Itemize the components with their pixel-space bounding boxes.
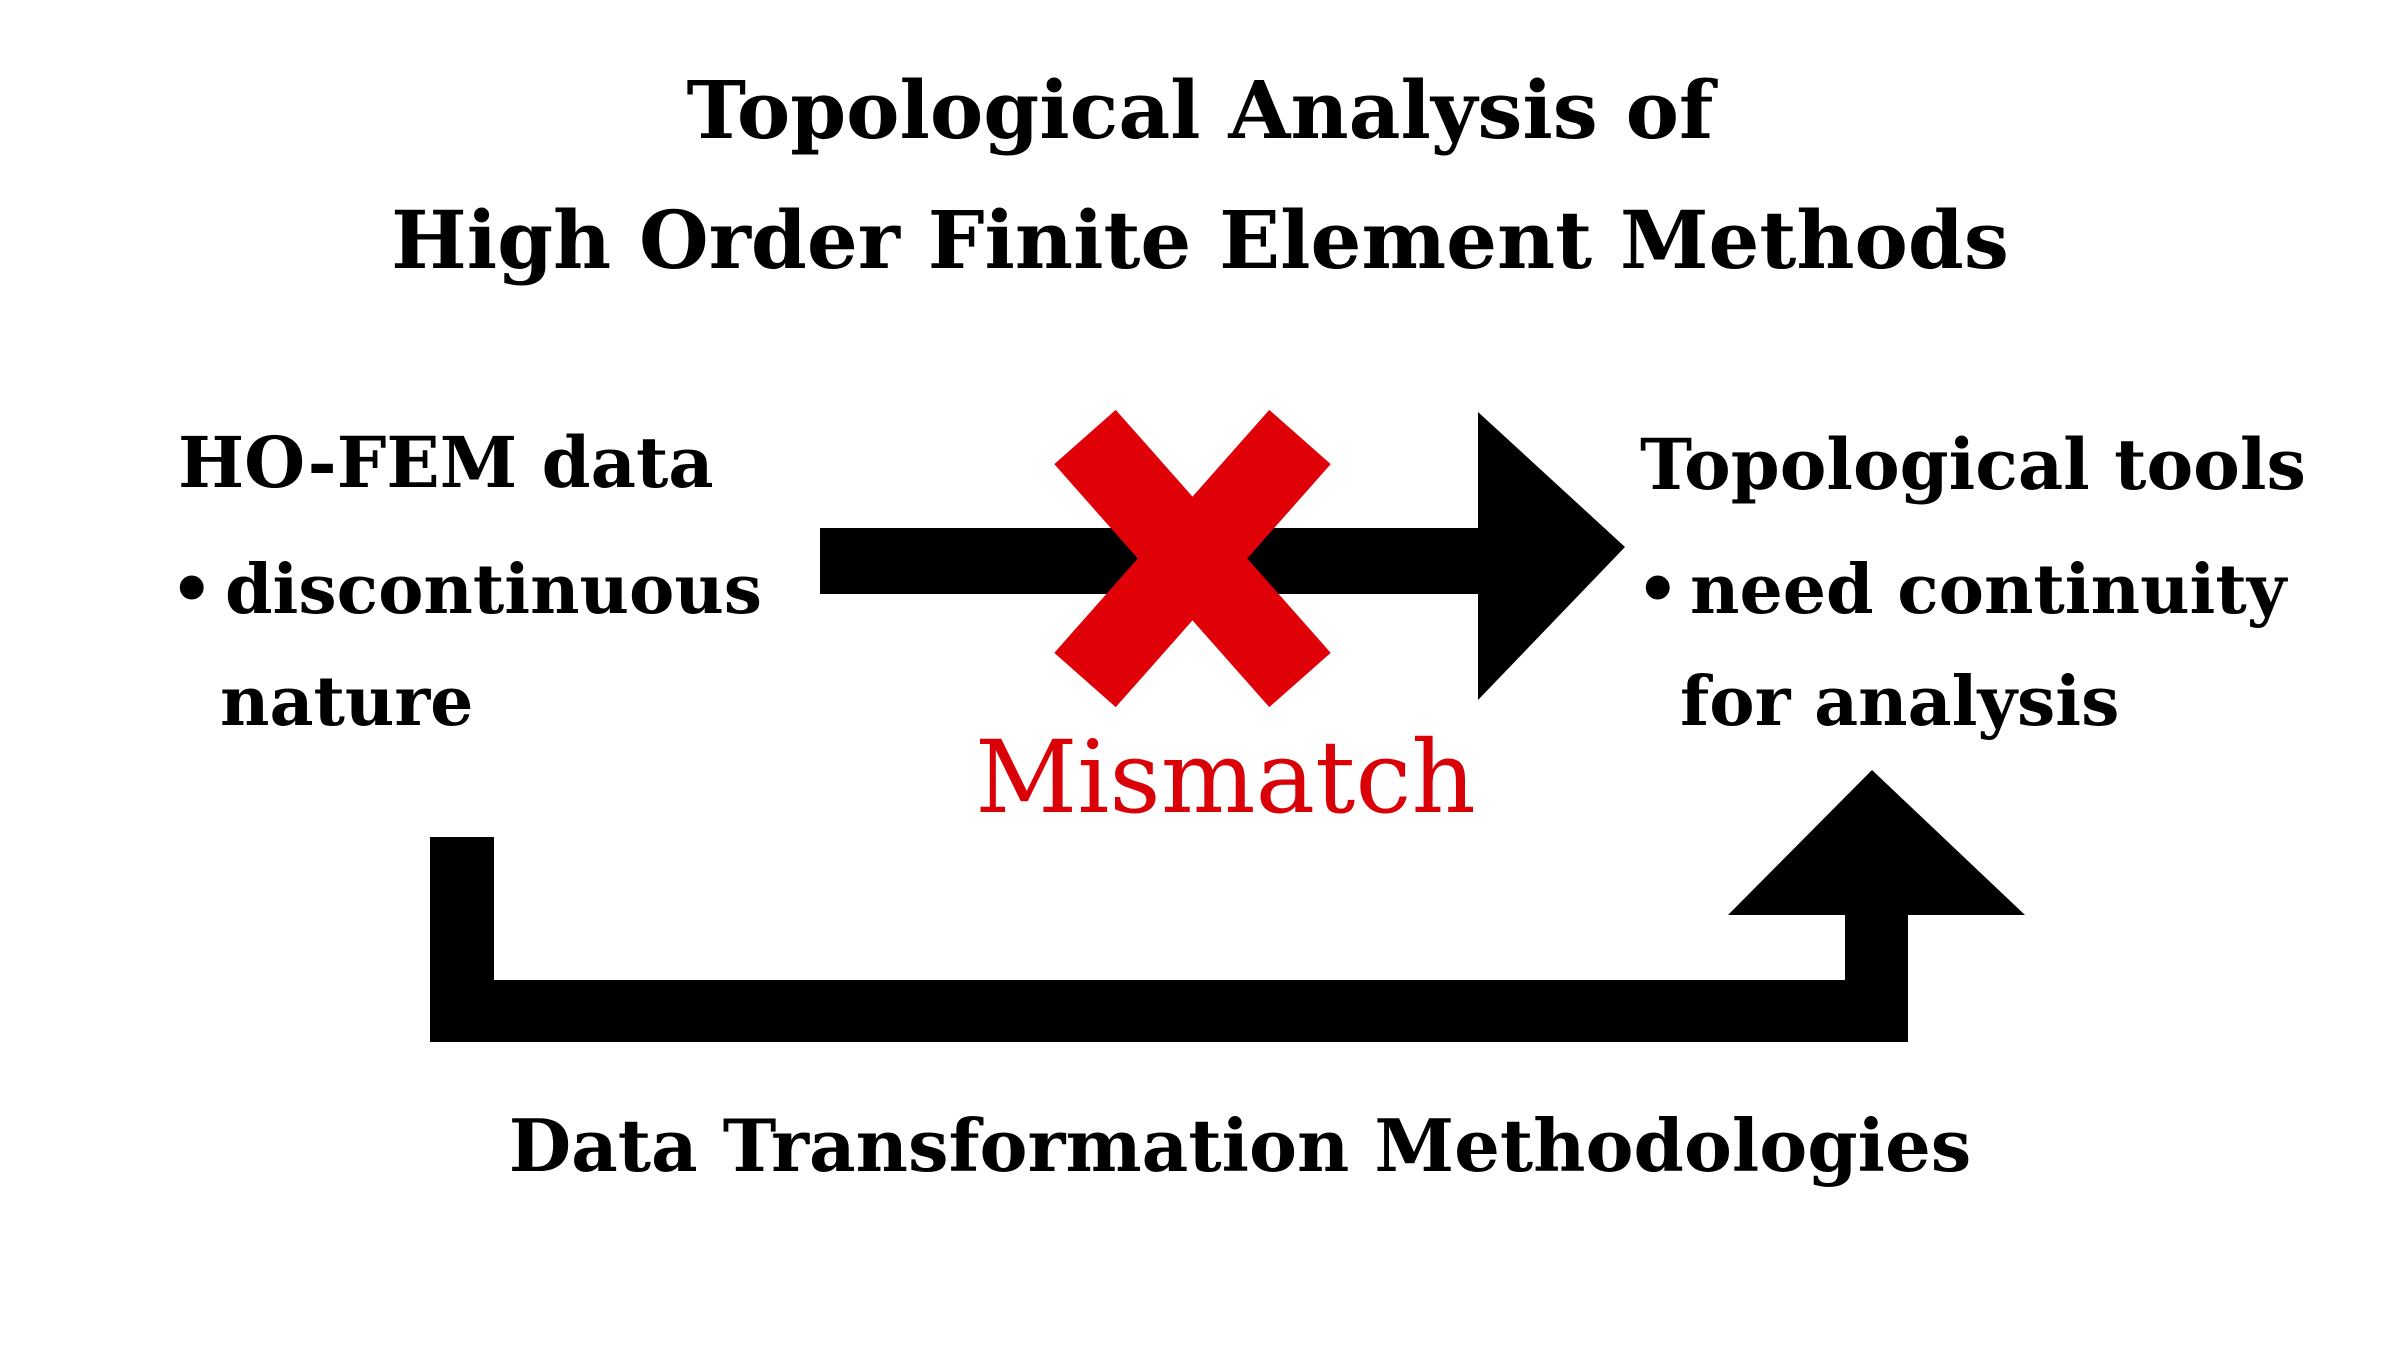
transformation-arrow-head xyxy=(1728,770,2025,915)
transformation-arrow-bottom-shaft xyxy=(430,980,1908,1042)
right-bullet-line-1: need continuity xyxy=(1690,550,2287,630)
direct-arrow-head xyxy=(1478,412,1625,700)
title-line-2: High Order Finite Element Methods xyxy=(391,193,2009,287)
left-bullet-line-1: discontinuous xyxy=(225,550,763,630)
right-heading: Topological tools xyxy=(1640,423,2306,506)
transformation-arrow xyxy=(430,770,2025,1042)
cross-stroke-2 xyxy=(1054,409,1331,708)
left-bullet-line-2: nature xyxy=(220,662,474,742)
mismatch-label: Mismatch xyxy=(975,719,1476,836)
transformation-label: Data Transformation Methodologies xyxy=(508,1103,1972,1188)
left-heading: HO-FEM data xyxy=(178,421,714,504)
left-bullet-dot: • xyxy=(170,550,214,630)
right-bullet-dot: • xyxy=(1636,550,1680,630)
right-bullet-line-2: for analysis xyxy=(1680,662,2120,742)
mismatch-cross-icon xyxy=(1054,409,1331,708)
title-line-1: Topological Analysis of xyxy=(686,63,1714,157)
transformation-arrow-right-riser xyxy=(1845,905,1908,1042)
